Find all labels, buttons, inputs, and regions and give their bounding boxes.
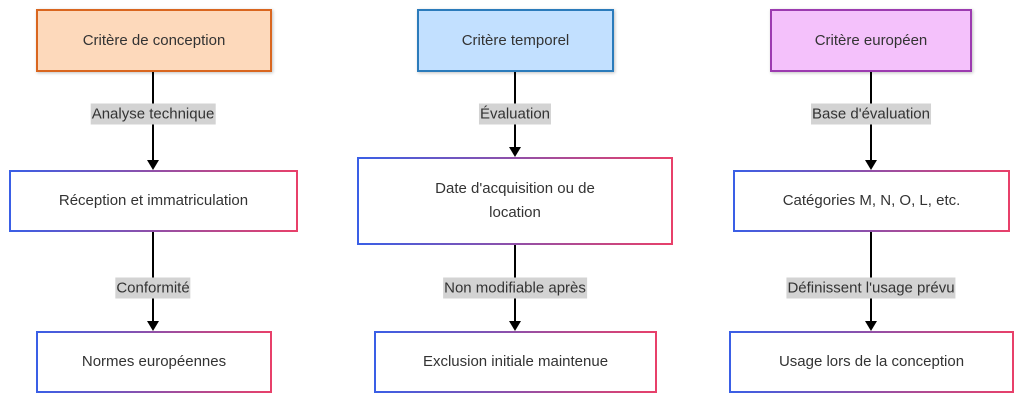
edge-line (152, 232, 154, 321)
edge-label: Conformité (115, 277, 191, 299)
node-reception: Réception et immatriculation (9, 170, 298, 232)
node-label: Date d'acquisition ou de location (435, 180, 595, 221)
node-critere-temporel: Critère temporel (417, 9, 614, 72)
arrow-head (865, 160, 877, 170)
node-label: Catégories M, N, O, L, etc. (782, 192, 961, 209)
edge-line (870, 232, 872, 321)
node-date-acquisition: Date d'acquisition ou de location (357, 157, 673, 245)
arrow-head (147, 321, 159, 331)
node-categories: Catégories M, N, O, L, etc. (733, 170, 1010, 232)
edge-label: Non modifiable après (443, 277, 587, 299)
edge-label: Base d'évaluation (811, 103, 931, 125)
node-label: Normes européennes (81, 353, 227, 370)
node-label: Usage lors de la conception (778, 353, 965, 370)
node-critere-europeen: Critère européen (770, 9, 972, 72)
arrow-head (865, 321, 877, 331)
node-label: Critère européen (814, 31, 928, 49)
node-normes: Normes européennes (36, 331, 272, 393)
arrow-head (147, 160, 159, 170)
node-exclusion: Exclusion initiale maintenue (374, 331, 657, 393)
edge-label: Évaluation (478, 103, 552, 125)
edge-label: Définissent l'usage prévu (786, 277, 956, 299)
node-label: Réception et immatriculation (58, 192, 249, 209)
node-label: Exclusion initiale maintenue (422, 353, 609, 370)
node-critere-conception: Critère de conception (36, 9, 272, 72)
node-label: Critère de conception (82, 31, 226, 49)
edge-label: Analyse technique (90, 103, 216, 125)
arrow-head (509, 147, 521, 157)
arrow-head (509, 321, 521, 331)
node-usage: Usage lors de la conception (729, 331, 1014, 393)
node-label: Critère temporel (461, 31, 570, 49)
